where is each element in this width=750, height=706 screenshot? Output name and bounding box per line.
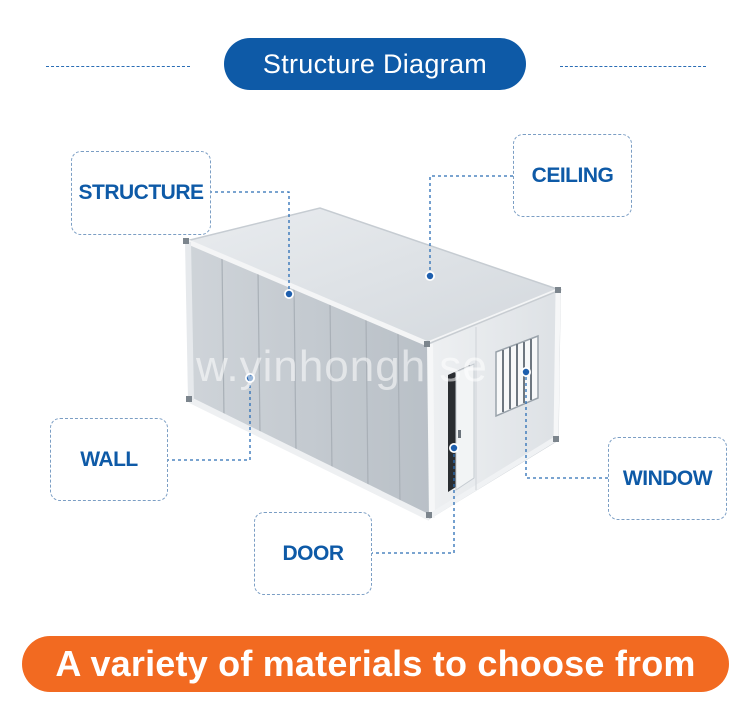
watermark: w.yinhongh se (196, 342, 488, 391)
wall-panel-seams (221, 255, 401, 504)
callout-door: DOOR (254, 512, 372, 595)
corner-fittings (183, 238, 561, 518)
callout-wall: WALL (50, 418, 168, 501)
title-divider-right (560, 66, 706, 67)
materials-banner: A variety of materials to choose from (22, 636, 729, 692)
callout-window: WINDOW (608, 437, 727, 520)
title-divider-left (46, 66, 190, 67)
callout-ceiling: CEILING (513, 134, 632, 217)
leader-dots (245, 271, 531, 453)
leader-lines (166, 175, 608, 554)
callout-structure: STRUCTURE (71, 151, 211, 235)
page-title: Structure Diagram (224, 38, 526, 90)
